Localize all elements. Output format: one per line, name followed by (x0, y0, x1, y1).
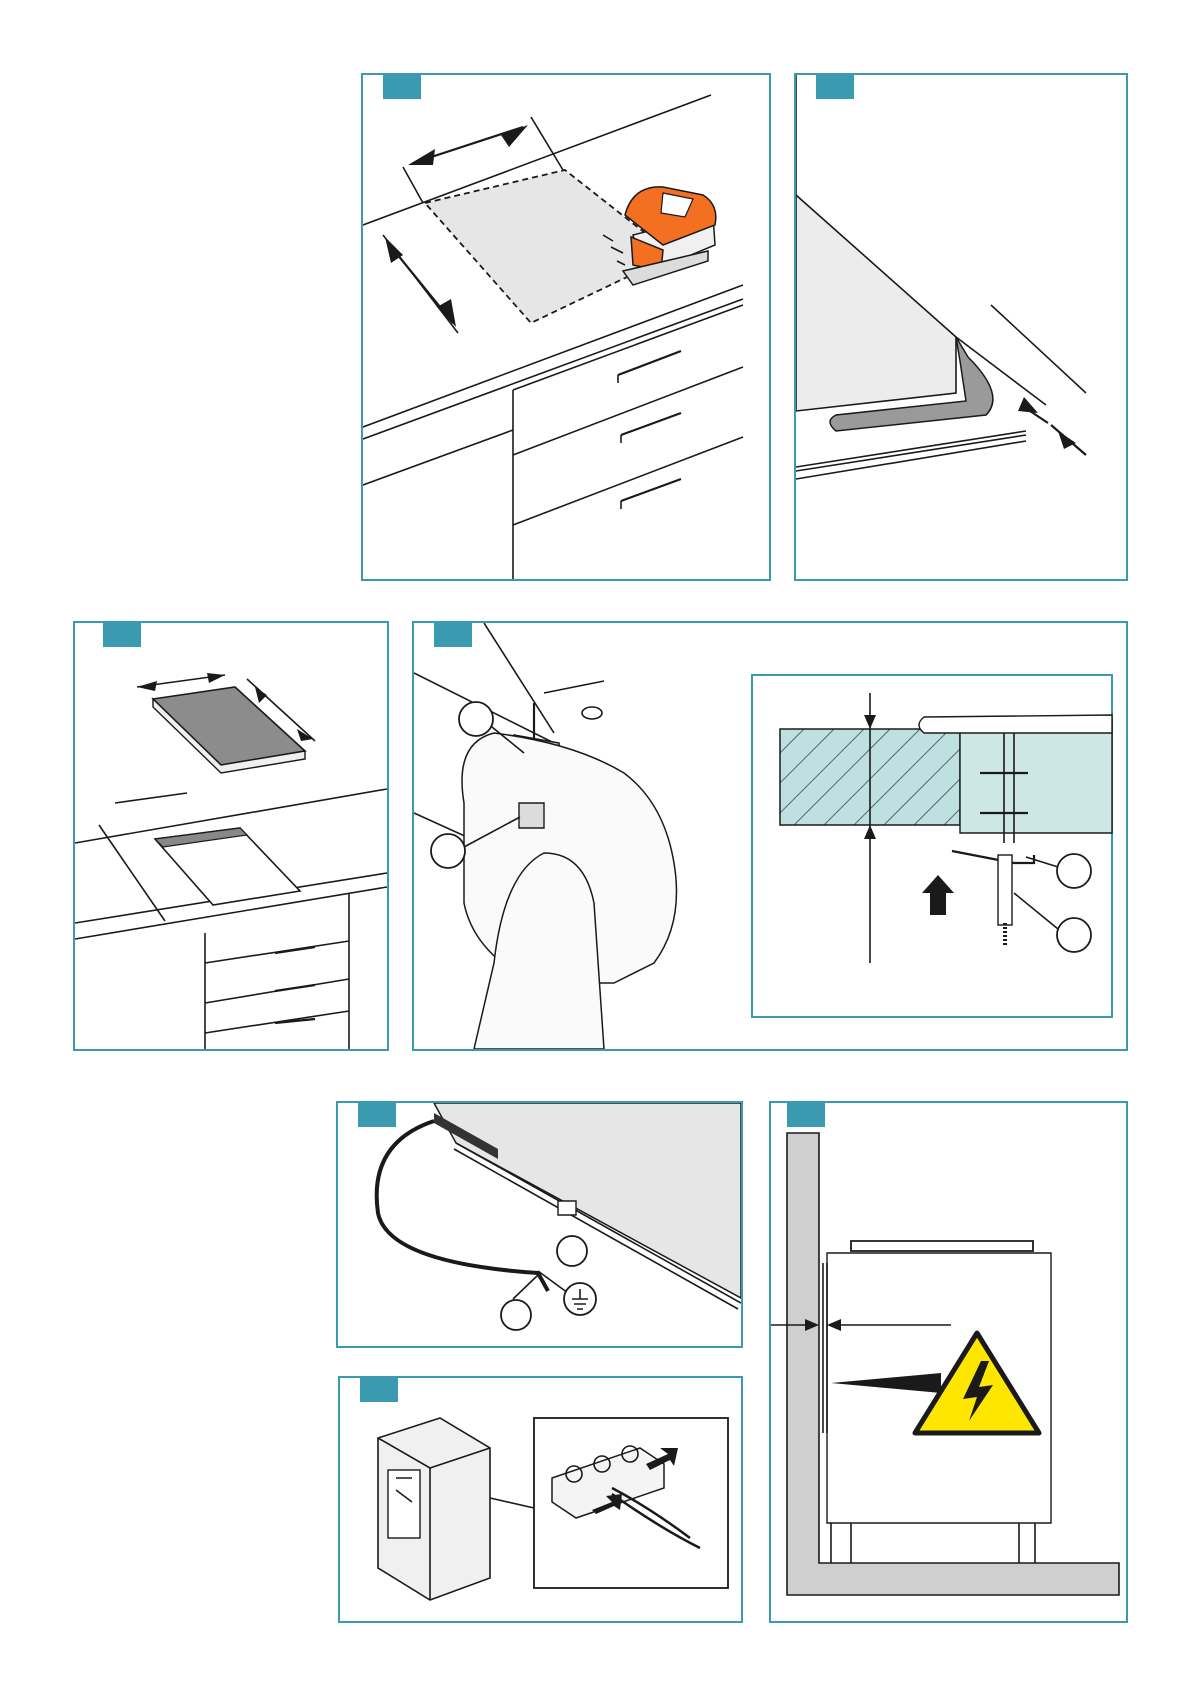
step-badge-7 (787, 1101, 825, 1127)
step-badge-1 (383, 73, 421, 99)
clamp-fixing-illustration (414, 623, 1126, 1049)
panel-cable-connection (336, 1101, 743, 1348)
panel-seal-applying (794, 73, 1128, 581)
worktop-cutout-illustration (363, 75, 769, 579)
terminal-block-illustration (340, 1378, 741, 1621)
clearance-illustration (771, 1103, 1126, 1621)
step-badge-6 (360, 1376, 398, 1402)
hob-insertion-illustration (75, 623, 387, 1049)
panel-cutout-marking (361, 73, 771, 581)
step-badge-5 (358, 1101, 396, 1127)
step-badge-4 (434, 621, 472, 647)
seal-illustration (796, 75, 1126, 579)
cable-connection-illustration (338, 1103, 741, 1346)
panel-clamp-fixing (412, 621, 1128, 1051)
panel-clearance (769, 1101, 1128, 1623)
panel-terminal-block (338, 1376, 743, 1623)
panel-hob-insertion (73, 621, 389, 1051)
step-badge-2 (816, 73, 854, 99)
step-badge-3 (103, 621, 141, 647)
